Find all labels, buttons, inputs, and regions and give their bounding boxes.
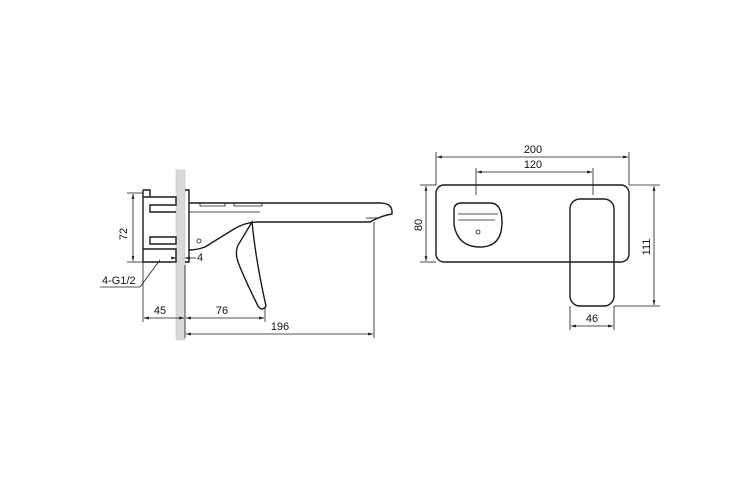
front-view: 200 120 80 111 46 <box>413 144 660 330</box>
dim-46-label: 46 <box>586 313 598 325</box>
connection-label: 4-G1/2 <box>102 275 136 287</box>
dim-196-label: 196 <box>271 321 289 333</box>
front-wall-plate <box>435 184 630 263</box>
dim-76-label: 76 <box>216 305 228 317</box>
connection-leader: 4-G1/2 <box>100 259 161 288</box>
dim-111: 111 <box>641 186 656 305</box>
dim-76: 76 <box>186 305 264 320</box>
lever-handle <box>235 219 267 310</box>
dim-72-label: 72 <box>118 228 130 240</box>
dim-72: 72 <box>118 192 143 263</box>
dim-46: 46 <box>571 313 613 328</box>
dim-45-label: 45 <box>154 305 166 317</box>
front-lever <box>569 198 615 307</box>
dim-120-label: 120 <box>524 159 542 171</box>
dim-80-label: 80 <box>413 219 425 231</box>
dim-4: 4 <box>171 252 203 264</box>
dim-196: 196 <box>186 321 373 336</box>
valve-body <box>142 189 177 263</box>
temperature-indicator <box>453 202 503 248</box>
dim-45: 45 <box>144 305 184 320</box>
dim-200: 200 <box>437 144 628 159</box>
side-view: 72 4 4-G1/2 45 76 <box>100 169 393 341</box>
dim-80: 80 <box>413 186 428 261</box>
dim-120: 120 <box>477 159 592 174</box>
dim-200-label: 200 <box>524 144 542 156</box>
dim-111-label: 111 <box>641 239 653 256</box>
wall-plate <box>185 189 190 263</box>
dim-4-label: 4 <box>197 252 203 264</box>
wall-section <box>175 169 186 341</box>
spout <box>188 202 393 251</box>
